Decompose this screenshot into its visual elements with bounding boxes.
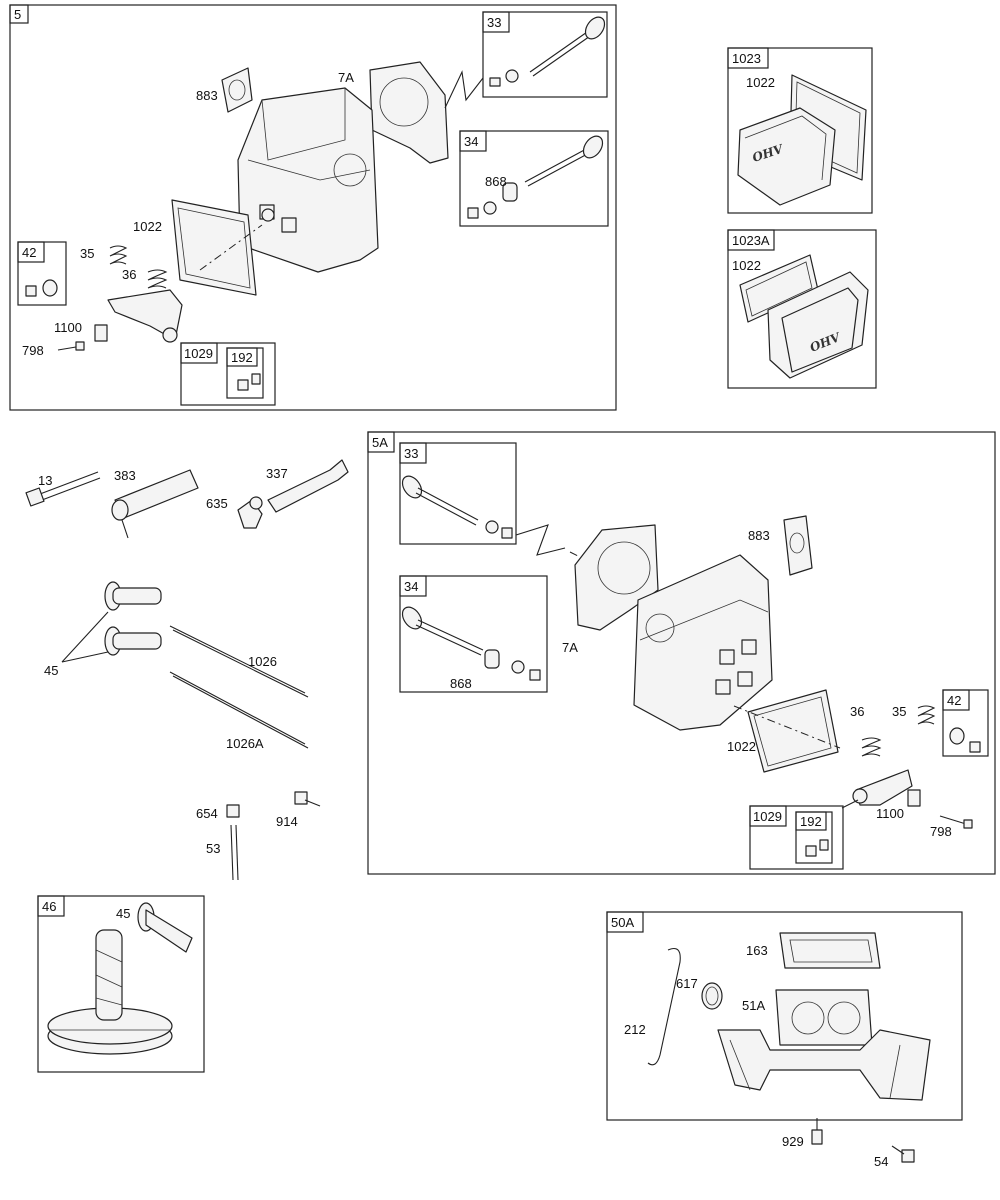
callout-36: 36 [850,704,864,719]
callout-617: 617 [676,976,698,991]
callout-635: 635 [206,496,228,511]
callout-13: 13 [38,473,52,488]
callout-1022: 1022 [746,75,775,90]
callout-383: 383 [114,468,136,483]
group-33-tag: 33 [404,446,418,461]
group-42-tag: 42 [947,693,961,708]
group-1029-tag: 1029 [753,809,782,824]
group-34-tag: 34 [404,579,418,594]
callout-883: 883 [196,88,218,103]
callout-798: 798 [22,343,44,358]
callout-798: 798 [930,824,952,839]
group-5A-tag: 5A [372,435,388,450]
group-5A: 5A 33 34 868 7A 883 [367,431,996,875]
callout-7A: 7A [338,70,354,85]
group-46-tag: 46 [42,899,56,914]
group-1023A: 1023A 1022 OHV [727,229,877,389]
callout-1022: 1022 [133,219,162,234]
group-50A-tag: 50A [611,915,634,930]
callout-35: 35 [892,704,906,719]
callout-1026A: 1026A [226,736,264,751]
loose-parts: 13 383 337 635 45 1026 1026A 654 914 [25,459,349,881]
group-5-tag: 5 [14,7,21,22]
callout-45: 45 [44,663,58,678]
callout-212: 212 [624,1022,646,1037]
group-34-tag: 34 [464,134,478,149]
callout-36: 36 [122,267,136,282]
callout-163: 163 [746,943,768,958]
group-46: 46 45 [37,895,205,1073]
callout-868: 868 [485,174,507,189]
callout-868: 868 [450,676,472,691]
callout-45: 45 [116,906,130,921]
callout-914: 914 [276,814,298,829]
callout-1022: 1022 [732,258,761,273]
callout-1022: 1022 [727,739,756,754]
callout-51A: 51A [742,998,765,1013]
callout-883: 883 [748,528,770,543]
callout-929: 929 [782,1134,804,1149]
group-42-tag: 42 [22,245,36,260]
group-50A: 50A 163 617 51A 212 929 54 [606,911,963,1169]
group-1023A-tag: 1023A [732,233,770,248]
callout-1026: 1026 [248,654,277,669]
group-192-tag: 192 [231,350,253,365]
group-5: 5 33 34 868 883 7A [9,4,617,411]
group-1023: 1023 1022 OHV [727,47,873,214]
callout-1100: 1100 [54,320,82,335]
callout-1100: 1100 [876,806,904,821]
callout-654: 654 [196,806,218,821]
callout-7A: 7A [562,640,578,655]
callout-53: 53 [206,841,220,856]
group-33-tag: 33 [487,15,501,30]
callout-54: 54 [874,1154,888,1169]
group-1029-tag: 1029 [184,346,213,361]
callout-337: 337 [266,466,288,481]
group-192-tag: 192 [800,814,822,829]
group-1023-tag: 1023 [732,51,761,66]
callout-35: 35 [80,246,94,261]
